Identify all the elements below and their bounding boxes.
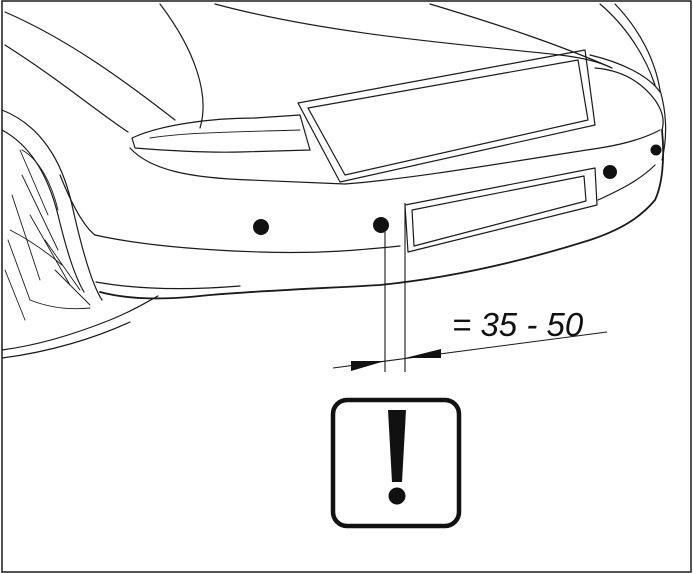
parking-sensor [253, 219, 269, 235]
dimension-label: = 35 - 50 [452, 306, 584, 343]
exclamation-dot [388, 487, 406, 505]
parking-sensor [373, 217, 389, 233]
parking-sensors [253, 144, 662, 235]
headlight [131, 114, 311, 153]
bumper-contour [59, 174, 96, 236]
hood-right-edge [599, 3, 656, 86]
bumper-lower-edge [99, 129, 665, 300]
hood-line [4, 11, 176, 121]
dimension-arrow [405, 349, 441, 358]
lower-grille [404, 167, 598, 253]
hood-line [159, 3, 204, 129]
hood-line [4, 44, 129, 133]
bumper-contour [94, 234, 401, 254]
wheel-illustration [1, 109, 159, 359]
dimension-arrow [351, 361, 385, 371]
parking-sensor [603, 165, 617, 179]
dimension-annotation: = 35 - 50 [332, 203, 608, 372]
parking-sensor [650, 144, 662, 156]
exclamation-bar [388, 410, 406, 482]
bumper-top-line [129, 129, 661, 185]
exclamation-warning-icon [330, 397, 462, 529]
upper-grille [297, 49, 596, 183]
car-front-bumper-drawing [1, 3, 667, 359]
hood-crease [214, 3, 613, 69]
hood-crease [429, 3, 613, 69]
hood-right-edge [614, 3, 661, 91]
